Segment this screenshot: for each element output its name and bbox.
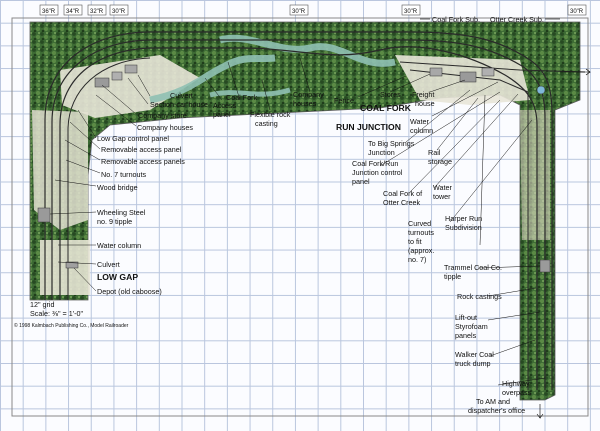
mainline-track-inner (59, 46, 538, 390)
label-company-store: Company store (138, 111, 187, 120)
label-freight-house: Freight (412, 90, 434, 99)
label-liftout-2: Styrofoam (455, 322, 488, 331)
leader-lines (49, 57, 546, 386)
label-grid: 12" grid (30, 300, 55, 309)
label-harper-run-2: Subdivision (445, 223, 482, 232)
label-walker-2: truck dump (455, 359, 491, 368)
label-trammel-2: tipple (444, 272, 461, 281)
label-to-am-2: dispatcher's office (468, 406, 525, 415)
radius-tags: 36"R 34"R 32"R 30"R 30"R 30"R 30"R (39, 4, 587, 16)
exit-arrow-down (536, 404, 544, 419)
coal-fork-yard-track (399, 61, 586, 73)
label-cf-otter-2: Otter Creek (383, 198, 421, 207)
radius-tag-30-c: 30"R (404, 9, 418, 15)
label-water-column-left: Water column (97, 241, 141, 250)
radius-tag-30-a: 30"R (112, 9, 126, 15)
label-culvert-top: Culvert (170, 91, 193, 100)
label-water-column-right: Water (410, 117, 430, 126)
radius-tag-30-b: 30"R (292, 9, 306, 15)
label-company-houses-left: Company houses (137, 123, 193, 132)
radius-tag-34: 34"R (66, 9, 80, 15)
label-coal-fork-town: COAL FORK (360, 103, 412, 113)
label-wood-bridge: Wood bridge (97, 183, 138, 192)
low-gap-clearing (60, 55, 200, 118)
label-low-gap: LOW GAP (97, 272, 138, 282)
freight-house-building (459, 71, 477, 83)
label-fence: Fence (334, 96, 354, 105)
label-water-tower-2: tower (433, 192, 451, 201)
label-to-am: To AM and (476, 397, 510, 406)
label-rock-castings: Rock castings (457, 292, 502, 301)
label-depot: Depot (old caboose) (97, 287, 162, 296)
exit-arrow-right (560, 68, 591, 76)
label-low-gap-panel: Low Gap control panel (97, 134, 169, 143)
coal-fork-sub-label: Coal Fork Sub. (432, 15, 480, 24)
label-water-column-right-2: column (410, 126, 433, 135)
label-harper-run: Harper Run (445, 214, 482, 223)
label-trammel: Trammel Coal Co. (444, 263, 502, 272)
label-run-junction: RUN JUNCTION (336, 122, 401, 132)
label-section-car-house: Section-car house (150, 100, 208, 109)
label-scale: Scale: ⅜" = 1'-0" (30, 309, 83, 318)
label-removable-panel: Removable access panel (101, 145, 182, 154)
label-company-houses-mid-2: houses (293, 99, 317, 108)
label-curved-turnouts-2: turnouts (408, 228, 434, 237)
label-removable-panels: Removable access panels (101, 157, 185, 166)
radius-tag-30-d: 30"R (570, 9, 584, 15)
water-tower-marker (536, 85, 546, 95)
label-stores: Stores (380, 90, 401, 99)
label-rail-storage: Rail (428, 148, 441, 157)
section-car-house-building (124, 64, 138, 74)
label-curved-turnouts-5: no. 7) (408, 255, 426, 264)
wheeling-steel-tipple (37, 207, 51, 223)
radius-tag-36: 36"R (42, 9, 56, 15)
label-culvert-left: Culvert (97, 260, 120, 269)
label-access: Access (213, 101, 237, 110)
label-highway: Highway (502, 379, 530, 388)
label-liftout-3: panels (455, 331, 477, 340)
label-curved-turnouts: Curved (408, 219, 431, 228)
depot-building (65, 261, 79, 269)
label-water-tower: Water (433, 183, 453, 192)
label-cf-otter: Coal Fork of (383, 189, 422, 198)
label-highway-2: overpass (502, 388, 532, 397)
mainline-track-outer (44, 31, 553, 390)
label-freight-house-2: house (415, 99, 435, 108)
label-company-houses-mid: Company (293, 90, 324, 99)
label-curved-turnouts-4: (approx. (408, 246, 434, 255)
label-wheeling-steel-2: no. 9 tipple (97, 217, 132, 226)
stores-building (429, 67, 443, 77)
label-no7-turnouts: No. 7 turnouts (101, 170, 147, 179)
label-big-springs: To Big Springs (368, 139, 415, 148)
label-coal-fork-top: Coal Fork (226, 93, 258, 102)
label-access-panel: panel (213, 110, 231, 119)
label-flexible-rock-2: casting (255, 119, 278, 128)
siding-track-left (67, 57, 151, 300)
room-wall (11, 17, 589, 417)
label-flexible-rock: Flexible rock (250, 110, 291, 119)
label-walker: Walker Coal (455, 350, 494, 359)
fence-building (481, 67, 495, 77)
label-copyright: © 1998 Kalmbach Publishing Co., Model Ra… (14, 322, 129, 329)
label-cf-run-panel-2: Junction control (352, 168, 403, 177)
mainline-track-middle (51, 39, 546, 390)
label-cf-run-panel: Coal Fork/Run (352, 159, 398, 168)
label-rail-storage-2: storage (428, 157, 452, 166)
otter-creek-sub-label: Otter Creek Sub. (490, 15, 544, 24)
label-wheeling-steel: Wheeling Steel (97, 208, 146, 217)
diagram-labels: Culvert Section-car house Company store … (14, 90, 532, 415)
label-liftout: Lift-out (455, 313, 477, 322)
label-cf-run-panel-3: panel (352, 177, 370, 186)
label-big-springs-2: Junction (368, 148, 395, 157)
depot-clearing (40, 240, 90, 295)
trammel-tipple (539, 259, 551, 273)
company-store-building (94, 77, 110, 88)
company-house-building (111, 71, 123, 81)
creek-branch (209, 87, 291, 98)
radius-tag-32: 32"R (90, 9, 104, 15)
label-curved-turnouts-3: to fit (408, 237, 422, 246)
